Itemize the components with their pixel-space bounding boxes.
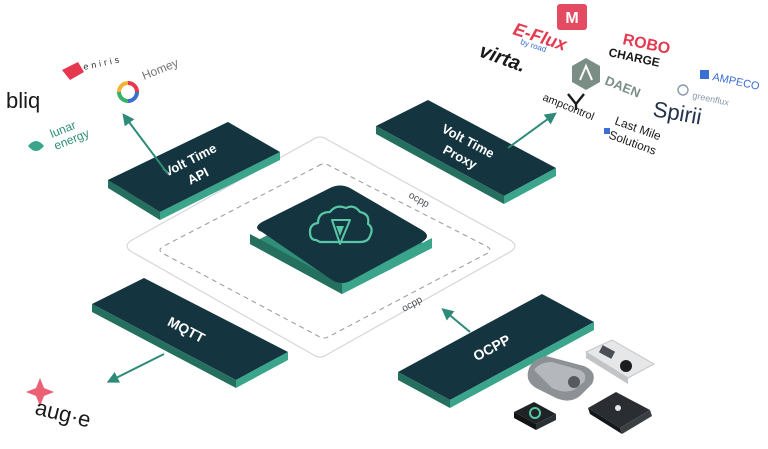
logo-auge: aug·e <box>26 378 93 432</box>
ampcontrol-mark-icon <box>567 93 585 110</box>
outer-network-ring <box>126 136 516 358</box>
logo-robocharge: ROBO CHARGE <box>607 31 671 69</box>
greenflux-mark-icon <box>677 84 689 96</box>
charger-device-white <box>584 339 656 384</box>
logo-homey: Homey <box>117 56 180 103</box>
daen-hex-icon <box>572 58 600 90</box>
cloud-lightning-icon <box>308 205 373 245</box>
ocpp-dashed-ring <box>159 163 491 339</box>
volt-time-api-box: Volt Time API <box>108 122 280 220</box>
auge-spark-icon <box>26 378 54 406</box>
svg-text:eniris: eniris <box>82 54 123 72</box>
charger-device-black-wedge <box>588 392 652 434</box>
svg-text:DAEN: DAEN <box>603 73 643 101</box>
svg-text:aug·e: aug·e <box>33 395 94 433</box>
logo-ampeco: AMPECO <box>700 70 761 93</box>
last-mile-mark-icon <box>604 128 610 134</box>
logo-eniris: eniris <box>62 54 123 80</box>
mqtt-arrow <box>106 353 165 383</box>
svg-text:M: M <box>565 10 578 27</box>
mqtt-box: MQTT <box>92 278 288 388</box>
logo-bliq: bliq <box>6 88 40 113</box>
logo-spirii: Spirii <box>651 96 704 129</box>
logo-lunar-energy: lunar energy <box>28 118 91 153</box>
svg-text:Homey: Homey <box>140 56 180 83</box>
volt-time-core-box <box>250 185 432 294</box>
charger-device-black-square <box>514 402 556 430</box>
proxy-arrow <box>507 112 557 149</box>
volt-time-proxy-box: Volt Time Proxy <box>376 100 556 204</box>
api-arrow <box>122 113 169 175</box>
ocpp-box: OCPP <box>398 294 594 408</box>
charger-device-gray <box>527 356 594 401</box>
svg-text:AMPECO: AMPECO <box>711 71 761 93</box>
eniris-mark-icon <box>62 62 84 80</box>
lunar-mark-icon <box>28 141 44 151</box>
ampeco-mark-icon <box>700 70 709 79</box>
logo-m-badge: M <box>557 4 587 30</box>
ocpp-arrow <box>441 308 471 333</box>
